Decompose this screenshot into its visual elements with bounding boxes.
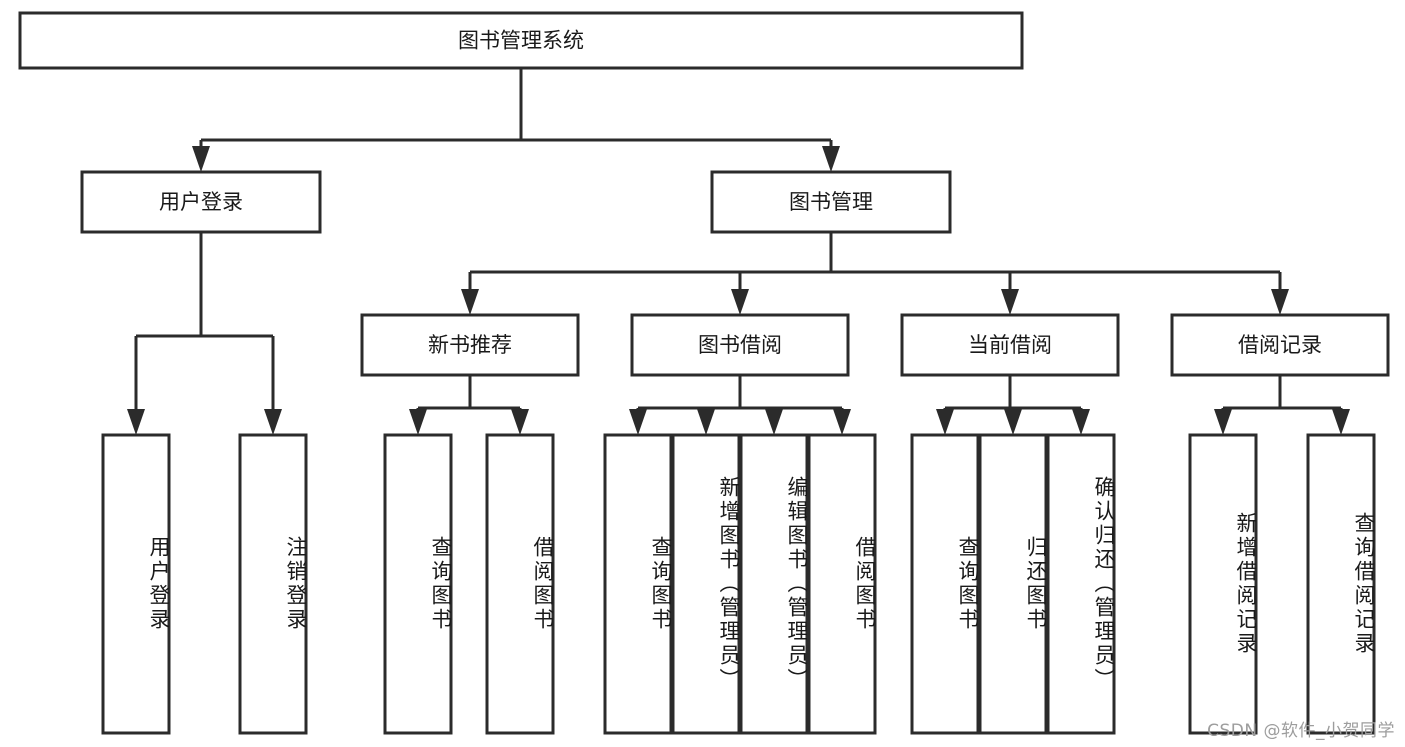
node-box-book-management[interactable] [710, 170, 952, 234]
arrow-head [127, 409, 145, 435]
arrow-head [1001, 289, 1019, 315]
arrow-head [409, 409, 427, 435]
node-box-book-borrow[interactable] [630, 313, 850, 377]
node-label-leaf-add-borrow-record: 新增借阅记录 [1234, 512, 1256, 656]
node-box-leaf-edit-book-admin[interactable] [739, 433, 809, 735]
arrow-head [765, 409, 783, 435]
arrow-head [461, 289, 479, 315]
node-label-leaf-query-book-nb: 查询图书 [429, 536, 451, 632]
node-label-user-login: 用户登录 [159, 190, 243, 214]
node-box-current-borrow[interactable] [900, 313, 1120, 377]
node-label-leaf-query-borrow-record: 查询借阅记录 [1352, 512, 1374, 656]
node-label-leaf-edit-book-admin: 编辑图书（管理员） [785, 476, 807, 692]
node-label-leaf-return-book: 归还图书 [1024, 536, 1046, 632]
node-box-leaf-add-book-admin[interactable] [671, 433, 741, 735]
node-box-leaf-user-logout[interactable] [238, 433, 308, 735]
node-label-current-borrow: 当前借阅 [968, 333, 1052, 357]
node-box-leaf-query-book-nb[interactable] [383, 433, 453, 735]
node-label-leaf-query-book-bb: 查询图书 [649, 536, 671, 632]
arrow-head [697, 409, 715, 435]
arrow-head [629, 409, 647, 435]
arrow-head [731, 289, 749, 315]
node-box-leaf-user-login[interactable] [101, 433, 171, 735]
node-box-root[interactable] [18, 11, 1024, 70]
arrow-head [1072, 409, 1090, 435]
arrow-head [833, 409, 851, 435]
node-box-borrow-records[interactable] [1170, 313, 1390, 377]
node-box-leaf-query-borrow-record[interactable] [1306, 433, 1376, 735]
node-label-leaf-user-login: 用户登录 [147, 536, 169, 632]
node-label-new-book-recommend: 新书推荐 [428, 333, 512, 357]
arrow-head [1332, 409, 1350, 435]
node-box-layer [18, 11, 1390, 735]
node-box-leaf-query-book-bb[interactable] [603, 433, 673, 735]
node-label-leaf-confirm-return-admin: 确认归还（管理员） [1092, 476, 1114, 692]
node-label-leaf-user-logout: 注销登录 [284, 536, 306, 632]
arrow-head [264, 409, 282, 435]
connector-layer [127, 68, 1350, 435]
node-box-user-login[interactable] [80, 170, 322, 234]
node-label-book-management: 图书管理 [789, 190, 873, 214]
arrow-head [511, 409, 529, 435]
node-label-leaf-borrow-book-bb: 借阅图书 [853, 536, 875, 632]
arrow-head [1271, 289, 1289, 315]
watermark-text: CSDN @软件_小贺同学 [1207, 721, 1395, 741]
node-label-leaf-query-book-cb: 查询图书 [956, 536, 978, 632]
arrow-head [1214, 409, 1232, 435]
node-box-leaf-return-book[interactable] [978, 433, 1048, 735]
arrow-head [192, 146, 210, 172]
node-label-borrow-records: 借阅记录 [1238, 333, 1322, 357]
node-box-leaf-confirm-return-admin[interactable] [1046, 433, 1116, 735]
node-box-leaf-borrow-book-nb[interactable] [485, 433, 555, 735]
arrow-head [936, 409, 954, 435]
node-box-leaf-add-borrow-record[interactable] [1188, 433, 1258, 735]
node-box-leaf-borrow-book-bb[interactable] [807, 433, 877, 735]
node-box-leaf-query-book-cb[interactable] [910, 433, 980, 735]
arrow-head [822, 146, 840, 172]
node-label-leaf-borrow-book-nb: 借阅图书 [531, 536, 553, 632]
arrow-head [1004, 409, 1022, 435]
node-label-book-borrow: 图书借阅 [698, 333, 782, 357]
node-label-leaf-add-book-admin: 新增图书（管理员） [717, 476, 739, 692]
node-label-root: 图书管理系统 [458, 29, 584, 53]
node-box-new-book-recommend[interactable] [360, 313, 580, 377]
